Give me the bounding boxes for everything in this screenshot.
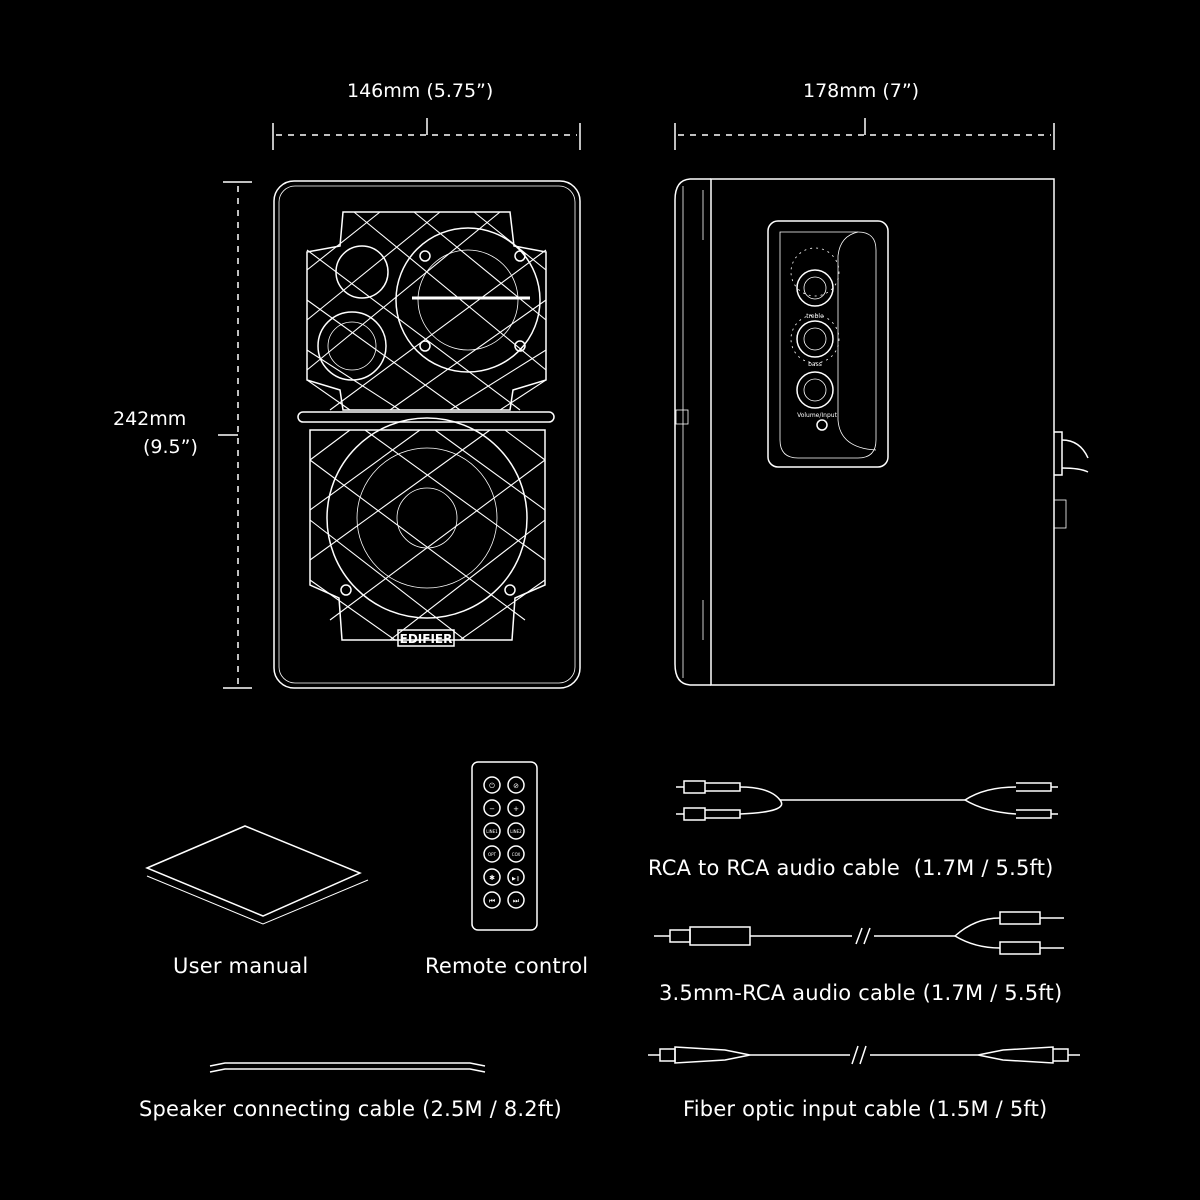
- user-manual-illustration: [145, 825, 369, 925]
- remote-previous-icon: ⏮: [489, 897, 495, 905]
- optical-cable-label: Fiber optic input cable (1.5M / 5ft): [683, 1097, 1048, 1121]
- remote-opt-button: OPT: [488, 852, 497, 857]
- speaker-side-view: [674, 178, 1089, 686]
- optical-cable-illustration: [648, 1045, 1080, 1065]
- remote-line1-button: LINE1: [486, 829, 498, 834]
- aux-cable-label: 3.5mm-RCA audio cable (1.7M / 5.5ft): [659, 981, 1063, 1005]
- depth-dimension-line: [674, 118, 1055, 150]
- speaker-cable-illustration: [209, 1062, 486, 1073]
- speaker-front-view: [273, 180, 581, 689]
- volume-knob-label: Volume/Input: [797, 412, 838, 419]
- height-dimension-label-mm: 242mm: [113, 408, 187, 430]
- remote-buttons: ⏻ ⊘ − + LINE1 LINE2 OPT COX ✱ ▶❙ ⏮ ⏭: [486, 782, 522, 905]
- brand-plate: [397, 629, 455, 647]
- depth-dimension-label: 178mm (7”): [803, 80, 920, 102]
- user-manual-label: User manual: [173, 954, 309, 978]
- remote-power-icon: ⏻: [489, 782, 495, 790]
- brand-logo: EDIFIER: [400, 632, 453, 646]
- remote-line2-button: LINE2: [510, 829, 522, 834]
- aux-cable-illustration: [654, 911, 1064, 955]
- rca-cable-label: RCA to RCA audio cable (1.7M / 5.5ft): [648, 856, 1054, 880]
- speaker-cable-label: Speaker connecting cable (2.5M / 8.2ft): [139, 1097, 562, 1121]
- remote-bluetooth-icon: ✱: [489, 874, 495, 882]
- remote-control-label: Remote control: [425, 954, 589, 978]
- remote-cox-button: COX: [512, 852, 521, 857]
- height-dimension-label-in: (9.5”): [143, 436, 198, 458]
- treble-knob-label: treble: [806, 313, 824, 320]
- remote-mute-icon: ⊘: [513, 782, 519, 790]
- rca-cable-illustration: [676, 780, 1058, 821]
- bass-knob-label: bass: [808, 361, 822, 368]
- remote-next-icon: ⏭: [513, 897, 520, 905]
- width-dimension-line: [272, 118, 581, 150]
- remote-volume-up-icon: +: [513, 805, 519, 813]
- remote-play-pause-icon: ▶❙: [512, 876, 520, 882]
- remote-control-illustration: [471, 761, 538, 931]
- height-dimension-line: [218, 181, 252, 689]
- width-dimension-label: 146mm (5.75”): [347, 80, 494, 102]
- remote-volume-down-icon: −: [489, 805, 495, 813]
